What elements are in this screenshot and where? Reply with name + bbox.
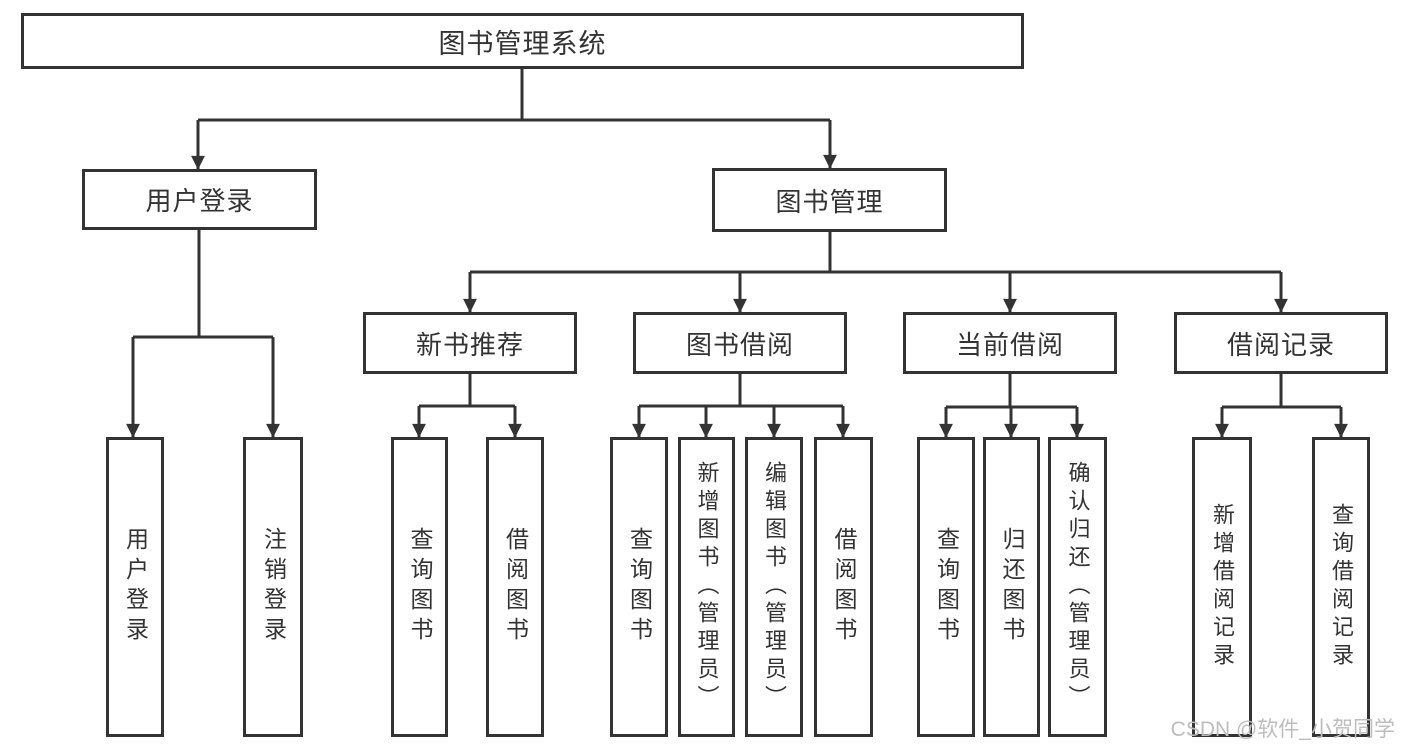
leaf-add-book-admin: 新增图书（管理员）	[678, 437, 735, 737]
node-user-login: 用户登录	[82, 169, 317, 230]
leaf-query-borrow-record: 查询借阅记录	[1312, 437, 1370, 737]
leaf-user-login: 用户登录	[106, 437, 164, 737]
leaf-edit-book-admin: 编辑图书（管理员）	[745, 437, 803, 737]
node-book-management: 图书管理	[712, 168, 947, 232]
leaf-return-book: 归还图书	[983, 437, 1040, 737]
watermark: CSDN @软件_小贺同学	[1170, 718, 1395, 741]
leaf-borrow-books-recommend: 借阅图书	[486, 437, 544, 737]
leaf-logout: 注销登录	[243, 437, 303, 737]
node-book-borrow: 图书借阅	[633, 312, 847, 374]
leaf-query-books-borrow: 查询图书	[610, 437, 668, 737]
leaf-query-books-recommend: 查询图书	[391, 437, 448, 737]
leaf-add-borrow-record: 新增借阅记录	[1192, 437, 1252, 737]
node-borrow-records: 借阅记录	[1174, 312, 1388, 374]
leaf-confirm-return-admin: 确认归还（管理员）	[1048, 437, 1107, 737]
node-root: 图书管理系统	[21, 13, 1024, 69]
node-new-book-recommend: 新书推荐	[363, 312, 577, 374]
leaf-query-books-current: 查询图书	[917, 437, 975, 737]
node-current-borrow: 当前借阅	[903, 312, 1117, 374]
leaf-borrow-books: 借阅图书	[814, 437, 873, 737]
